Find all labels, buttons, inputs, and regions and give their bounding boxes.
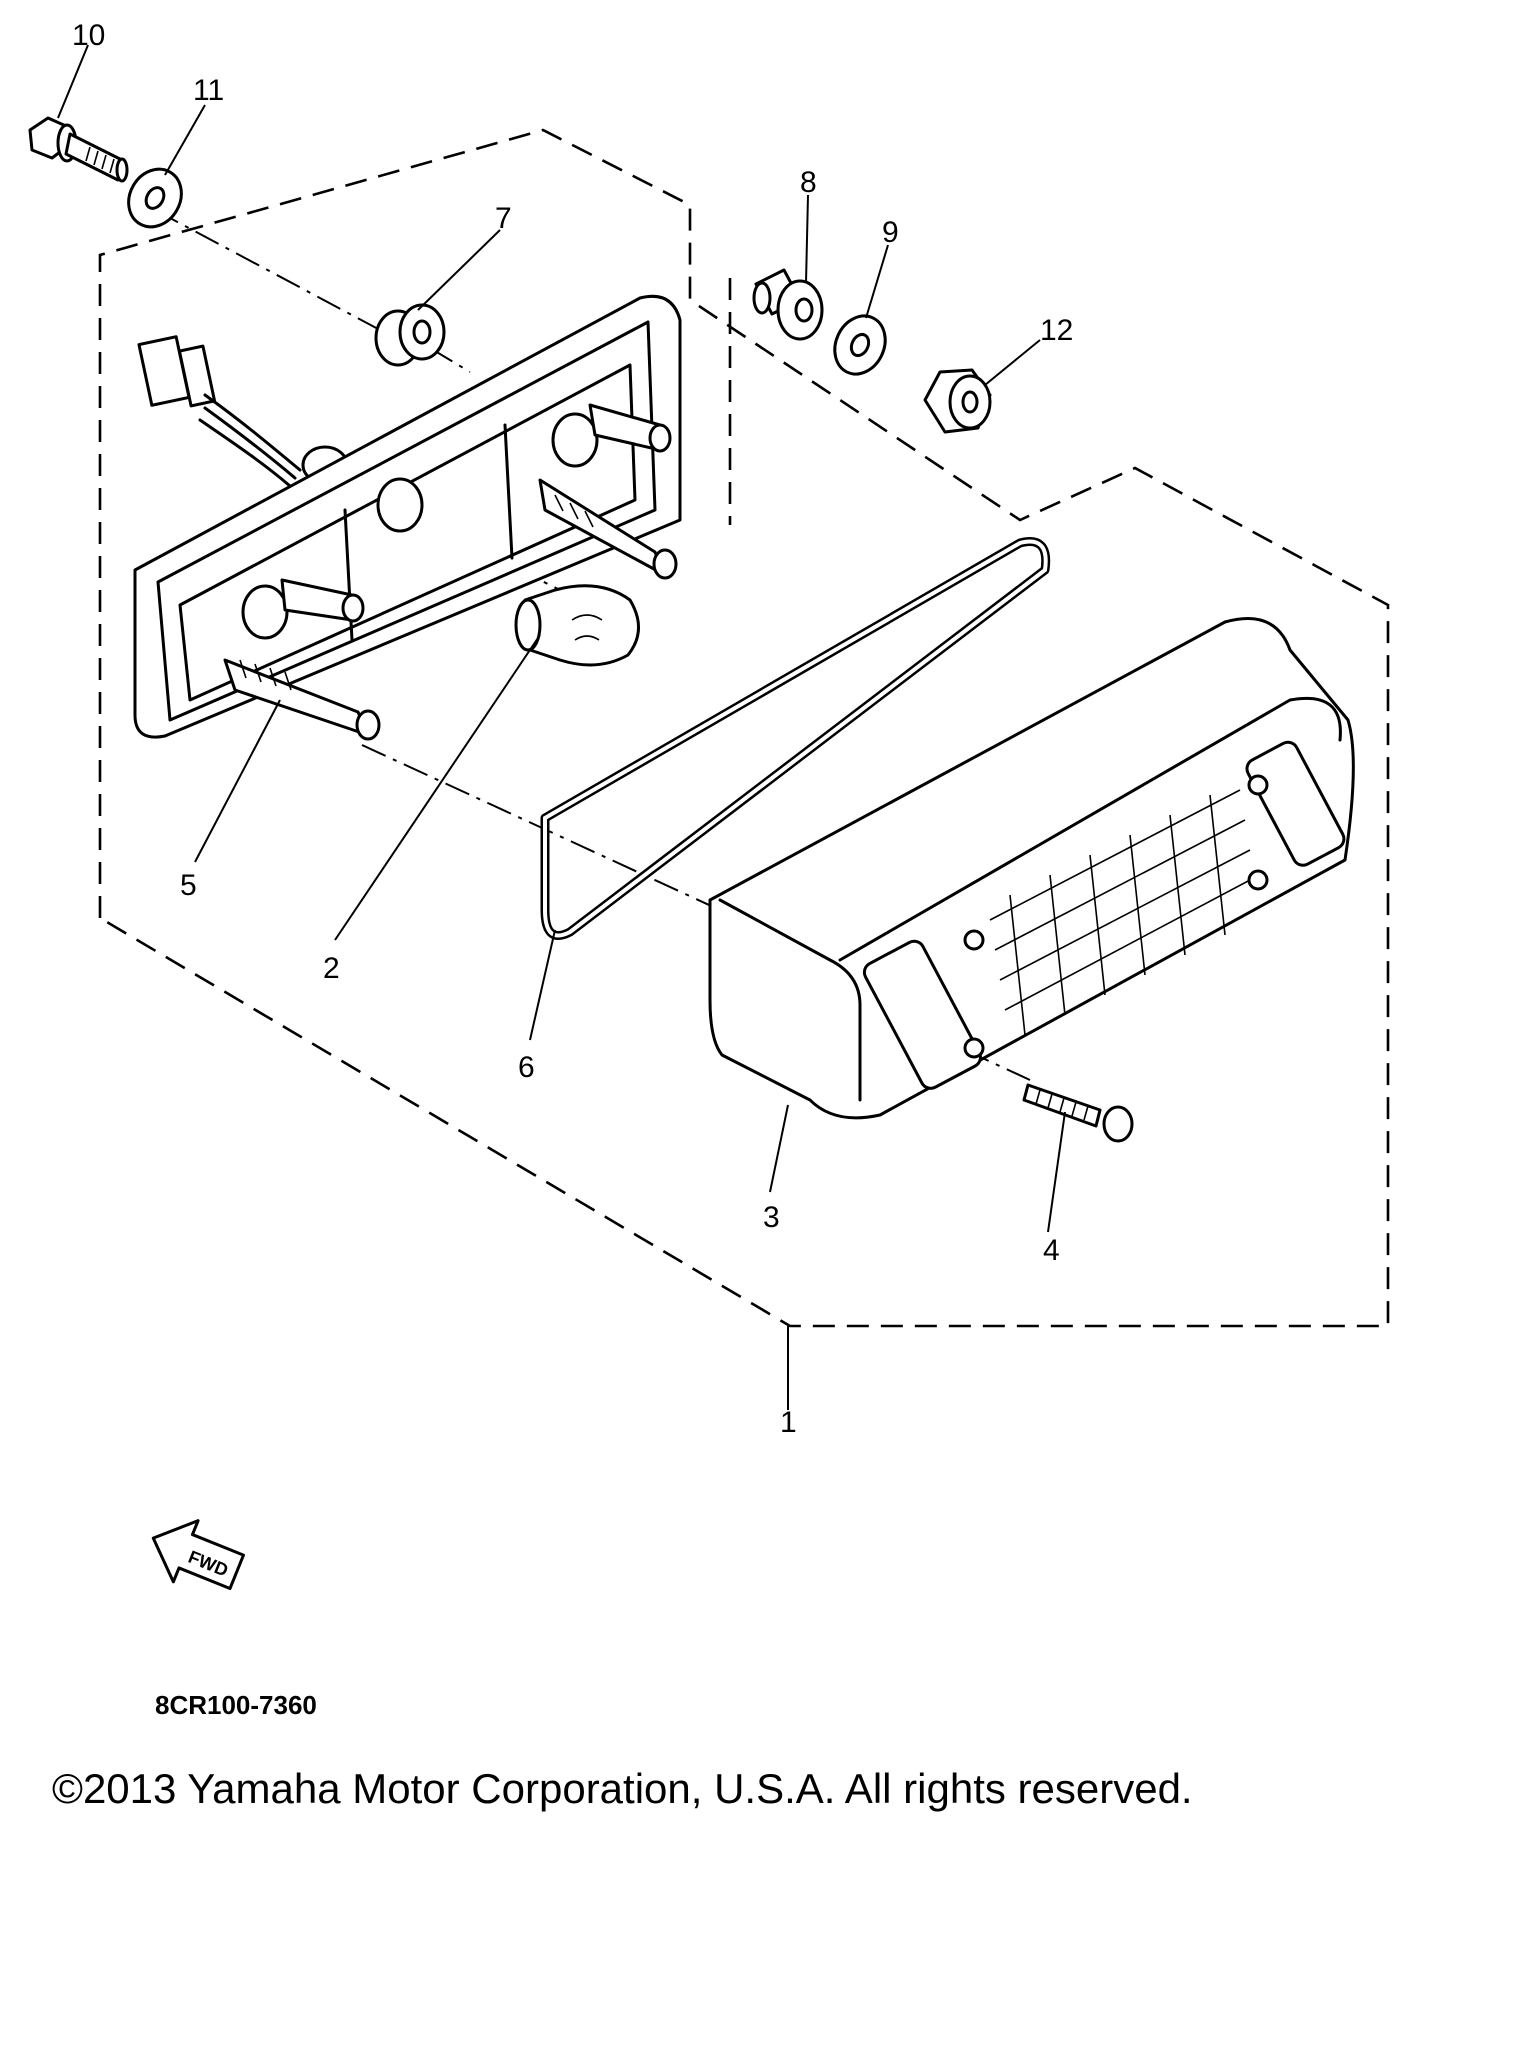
callout-12: 12 xyxy=(1040,314,1073,347)
part-9-washer xyxy=(833,314,887,376)
part-10-bolt xyxy=(28,116,129,183)
callout-2: 2 xyxy=(323,952,340,985)
part-12-nut xyxy=(923,368,992,434)
callout-8: 8 xyxy=(800,166,817,199)
callout-4: 4 xyxy=(1043,1234,1060,1267)
part-7-grommet xyxy=(374,303,446,367)
callout-10: 10 xyxy=(72,19,105,52)
part-4-screw xyxy=(1022,1083,1134,1143)
part-2-bulb xyxy=(514,584,640,667)
callout-6: 6 xyxy=(518,1051,535,1084)
callout-3: 3 xyxy=(763,1201,780,1234)
leader-lines xyxy=(57,44,1066,1410)
part-6-gasket xyxy=(540,537,1051,940)
callout-1: 1 xyxy=(780,1406,797,1439)
copyright-notice: ©2013 Yamaha Motor Corporation, U.S.A. A… xyxy=(52,1765,1193,1812)
part-8-collar xyxy=(752,268,824,341)
part-11-washer xyxy=(127,167,183,229)
assembly-boundary xyxy=(98,128,1390,1328)
callouts: 10 11 7 8 9 12 5 2 6 3 4 1 xyxy=(72,19,1073,1439)
part-5-lamp-housing xyxy=(133,294,682,741)
callout-5: 5 xyxy=(180,869,197,902)
fwd-arrow-icon: FWD xyxy=(151,1519,245,1591)
callout-9: 9 xyxy=(882,216,899,249)
part-3-lens xyxy=(708,617,1355,1120)
callout-7: 7 xyxy=(495,202,512,235)
callout-11: 11 xyxy=(193,74,224,107)
drawing-code: 8CR100-7360 xyxy=(155,1690,317,1720)
